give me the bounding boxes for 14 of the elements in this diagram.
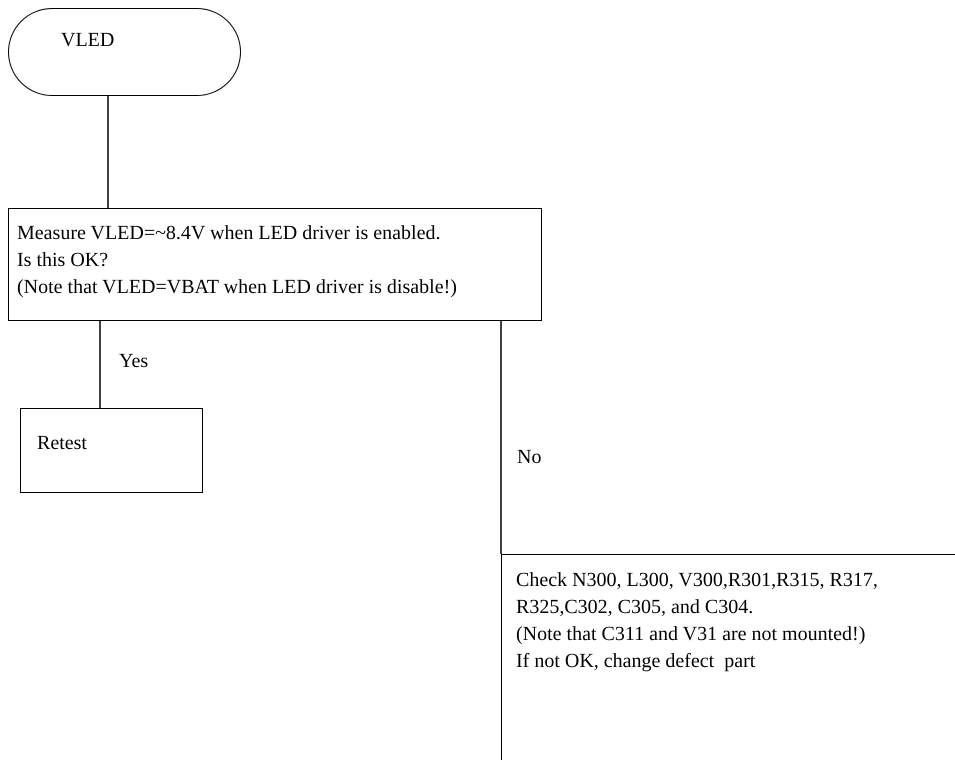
connector-line bbox=[99, 321, 101, 408]
node-text: Measure VLED=~8.4V when LED driver is enabled. bbox=[17, 221, 442, 246]
process-box bbox=[20, 408, 203, 493]
connector-line bbox=[500, 321, 502, 554]
node-text: Retest bbox=[37, 431, 88, 456]
node-text: Is this OK? bbox=[17, 248, 110, 273]
node-text: If not OK, change defect part bbox=[516, 649, 756, 674]
node-text: (Note that C311 and V31 are not mounted!) bbox=[516, 622, 866, 647]
node-text: Check N300, L300, V300,R301,R315, R317, R325,C302, C305, and C304. bbox=[516, 568, 879, 620]
connector-line bbox=[107, 96, 109, 208]
node-text: VLED bbox=[61, 28, 116, 53]
node-text: (Note that VLED=VBAT when LED driver is disable!) bbox=[17, 275, 458, 300]
decision-box bbox=[8, 208, 542, 321]
process-box bbox=[501, 554, 955, 760]
